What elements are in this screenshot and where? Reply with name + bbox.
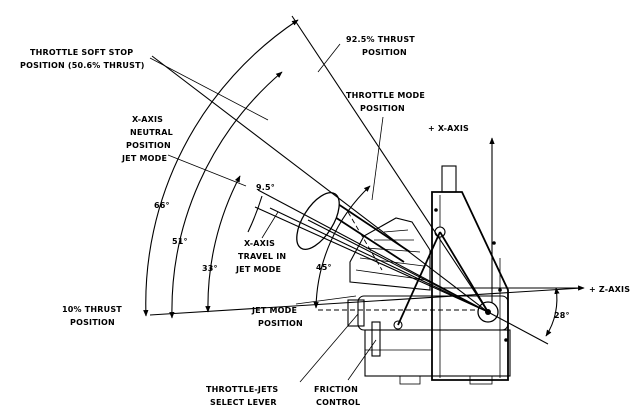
leader-jet-mode — [295, 295, 357, 305]
label-92-5-line2: POSITION — [362, 48, 407, 57]
label-soft-stop-line1: THROTTLE SOFT STOP — [30, 48, 133, 57]
label-neutral-line3: POSITION — [126, 141, 171, 150]
label-jet-mode-line2: POSITION — [258, 319, 303, 328]
leader-soft-stop — [149, 57, 269, 121]
leader-select — [299, 313, 359, 383]
label-10-percent-line1: 10% THRUST — [62, 305, 122, 314]
rivet — [434, 208, 438, 212]
leader-92-5 — [317, 43, 341, 73]
line-92-5-percent — [291, 15, 489, 313]
labels: THROTTLE SOFT STOP POSITION (50.6% THRUS… — [20, 35, 630, 407]
label-travel-line1: X-AXIS — [244, 239, 275, 248]
label-travel-line3: JET MODE — [235, 265, 281, 274]
rivet — [504, 338, 508, 342]
housing-lower-body — [364, 329, 511, 377]
label-jet-mode-line1: JET MODE — [251, 306, 297, 315]
rivet — [492, 241, 496, 245]
label-friction-line2: CONTROL — [316, 398, 360, 407]
arc-45 — [313, 185, 371, 309]
label-neutral-line1: X-AXIS — [132, 115, 163, 124]
x-axis-label: + X-AXIS — [428, 124, 469, 133]
angle-28: 28° — [554, 311, 570, 320]
arc-33 — [205, 175, 241, 313]
label-mode-line2: POSITION — [360, 104, 405, 113]
label-mode-line1: THROTTLE MODE — [346, 91, 425, 100]
rivet — [498, 288, 502, 292]
leader-travel — [261, 211, 279, 239]
control-link-2 — [439, 231, 489, 313]
label-neutral-line4: JET MODE — [121, 154, 167, 163]
angle-33: 33° — [202, 264, 218, 273]
leader-friction — [347, 339, 377, 381]
throttle-housing — [357, 165, 511, 385]
housing-foot-right — [469, 375, 493, 385]
line-x-neutral — [257, 189, 489, 313]
angle-arcs — [143, 19, 560, 345]
line-x-neutral-2 — [269, 207, 489, 313]
ten-percent-thrust-line — [149, 287, 583, 316]
throttle-jets-select-lever — [347, 299, 365, 327]
label-travel-line2: TRAVEL IN — [238, 252, 286, 261]
angle-9-5: 9.5° — [256, 183, 275, 192]
friction-control-knob — [371, 321, 381, 357]
label-10-percent-line2: POSITION — [70, 318, 115, 327]
z-axis-label: + Z-AXIS — [589, 285, 630, 294]
angle-45: 45° — [316, 263, 332, 272]
axes — [149, 137, 585, 316]
angle-51: 51° — [172, 237, 188, 246]
housing-foot-left — [399, 375, 421, 385]
leader-lines — [149, 43, 384, 383]
label-92-5-line1: 92.5% THRUST — [346, 35, 415, 44]
angle-66: 66° — [154, 201, 170, 210]
label-neutral-line2: NEUTRAL — [130, 128, 173, 137]
housing-body — [431, 191, 509, 381]
arc-51 — [169, 71, 283, 319]
leader-neutral — [167, 154, 247, 187]
arc-28 — [545, 287, 560, 337]
leader-mode — [371, 116, 384, 201]
label-select-line2: SELECT LEVER — [210, 398, 277, 407]
line-28 — [487, 311, 549, 345]
arc-9-5 — [247, 195, 263, 233]
boot-bellows — [355, 229, 427, 281]
label-select-line1: THROTTLE-JETS — [206, 385, 278, 394]
label-friction-line1: FRICTION — [314, 385, 358, 394]
housing-top-block — [441, 165, 457, 193]
label-soft-stop-line2: POSITION (50.6% THRUST) — [20, 61, 145, 70]
